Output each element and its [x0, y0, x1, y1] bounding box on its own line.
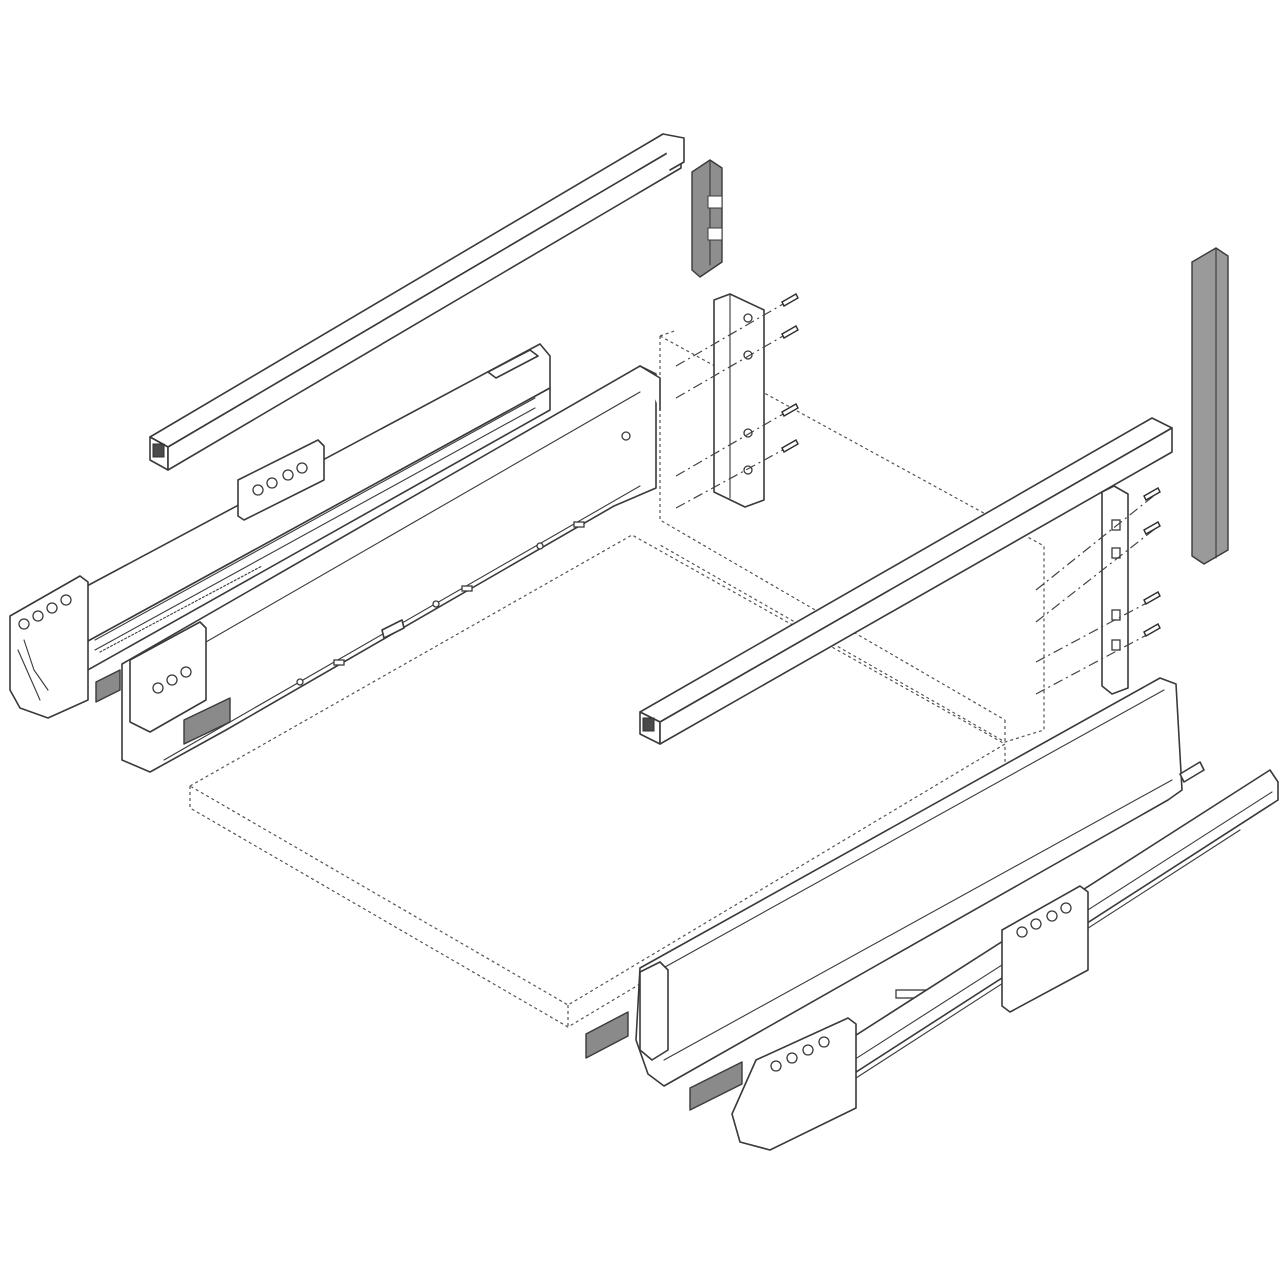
right-drawer-front-coupling	[639, 961, 669, 1061]
left-drawer-front-coupling	[129, 621, 207, 733]
screw-icon	[1143, 521, 1161, 535]
rail-end-cap-top	[691, 159, 723, 278]
screw-icon	[781, 439, 799, 453]
screw-icon	[1143, 623, 1161, 637]
left-front-insert	[95, 669, 121, 703]
drawer-bottom-panel-outline	[188, 534, 1007, 1028]
left-runner-front-coupling	[9, 575, 89, 719]
left-runner	[41, 343, 551, 681]
screw-icon	[1143, 591, 1161, 605]
screw-icon	[781, 325, 799, 339]
back-bracket-upper	[713, 293, 765, 508]
left-gallery-rail	[149, 133, 685, 471]
right-gallery-rail	[639, 417, 1173, 745]
left-runner-rear-bracket	[237, 439, 325, 521]
rail-end-cap-right	[1191, 247, 1229, 565]
left-drawer-insert	[183, 697, 231, 745]
left-drawer-side-panel	[121, 365, 661, 773]
right-drawer-insert	[689, 1061, 743, 1111]
back-bracket-right	[1101, 485, 1129, 695]
screw-icon	[781, 293, 799, 307]
right-front-insert	[585, 1011, 629, 1059]
right-drawer-side-panel	[635, 677, 1183, 1087]
back-panel-screws-right	[1035, 487, 1161, 695]
screw-icon	[781, 403, 799, 417]
right-runner-rear-bracket	[1001, 885, 1089, 1013]
screw-icon	[1143, 487, 1161, 501]
back-panel-screws-upper	[675, 293, 799, 509]
right-runner-front-coupling	[731, 1017, 857, 1151]
